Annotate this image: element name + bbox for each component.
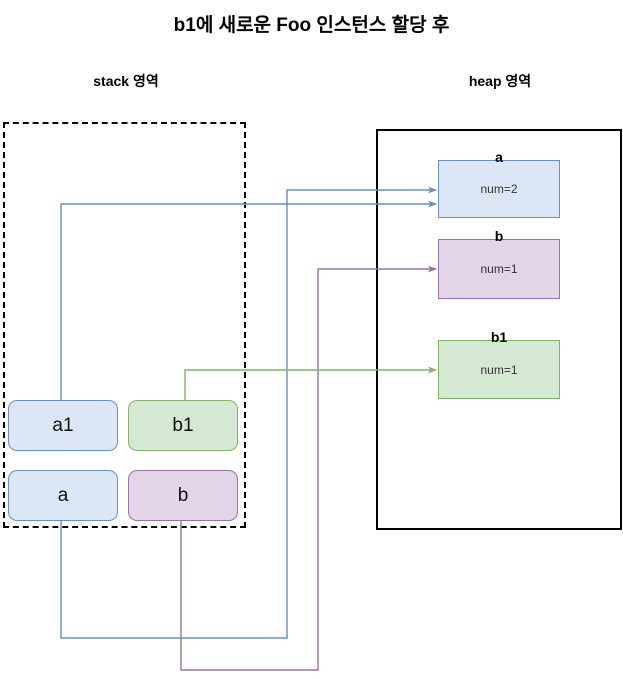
stack-box-a-label: a — [57, 484, 69, 506]
heap-object-b-value: num=1 — [480, 262, 518, 276]
stack-box-b1[interactable]: b1 — [128, 400, 238, 451]
heap-object-b1-value: num=1 — [480, 362, 518, 377]
stack-box-a1[interactable]: a1 — [8, 400, 118, 451]
heap-region-label: heap 영역 — [468, 73, 532, 89]
heap-object-b[interactable]: num=1 — [438, 239, 560, 299]
stack-box-a[interactable]: a — [8, 470, 118, 521]
connector-a1-to-heap-a — [60, 200, 437, 400]
heap-object-a[interactable]: num=2 — [438, 160, 560, 218]
page-title: b1에 새로운 Foo 인스턴스 할당 후 — [173, 15, 450, 36]
connector-b1-to-heap-b1 — [184, 366, 437, 400]
stack-box-b[interactable]: b — [128, 470, 238, 521]
heap-object-a-value: num=2 — [480, 182, 518, 196]
heap-object-b1-title: b1 — [490, 329, 508, 345]
heap-region-boundary — [376, 129, 622, 530]
stack-box-b-label: b — [177, 484, 189, 506]
stack-box-b1-label: b1 — [172, 414, 194, 436]
connector-b-to-heap-b — [180, 265, 437, 671]
stack-box-a1-label: a1 — [52, 414, 74, 436]
stack-region-boundary — [3, 122, 246, 528]
heap-object-b1[interactable]: num=1 — [438, 340, 560, 399]
heap-object-b-title: b — [494, 228, 504, 244]
stack-region-label: stack 영역 — [93, 73, 159, 89]
connector-a-to-heap-a — [60, 186, 437, 639]
heap-object-a-title: a — [495, 149, 503, 165]
